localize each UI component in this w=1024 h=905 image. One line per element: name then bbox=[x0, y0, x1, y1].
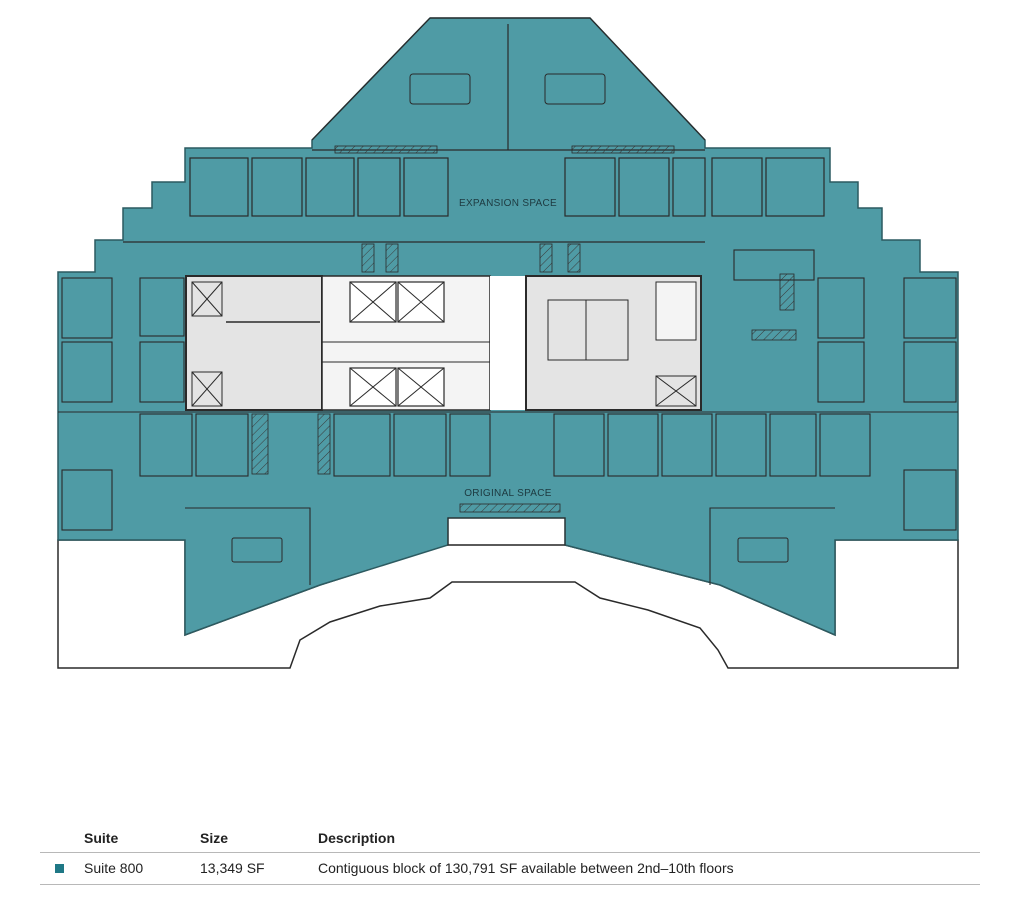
building-core bbox=[185, 275, 702, 411]
floor-plan: EXPANSION SPACE ORIGINAL SPACE bbox=[57, 17, 959, 669]
size-cell: 13,349 SF bbox=[200, 852, 318, 885]
suite-table: Suite Size Description Suite 800 13,349 … bbox=[40, 826, 980, 885]
table-row: Suite 800 13,349 SF Contiguous block of … bbox=[40, 852, 980, 885]
expansion-space-label: EXPANSION SPACE bbox=[459, 198, 557, 209]
header-suite: Suite bbox=[84, 826, 200, 853]
suite-table-header-row: Suite Size Description bbox=[40, 826, 980, 853]
suite-cell: Suite 800 bbox=[84, 852, 200, 885]
header-description: Description bbox=[318, 826, 980, 853]
original-space-label: ORIGINAL SPACE bbox=[464, 488, 552, 499]
swatch-cell bbox=[40, 852, 84, 885]
header-swatch bbox=[40, 826, 84, 853]
suite-color-swatch bbox=[55, 864, 64, 873]
hatched-walls bbox=[251, 145, 797, 513]
conference-tables bbox=[231, 73, 789, 563]
description-cell: Contiguous block of 130,791 SF available… bbox=[318, 852, 980, 885]
original-space-offices bbox=[58, 249, 958, 585]
header-size: Size bbox=[200, 826, 318, 853]
